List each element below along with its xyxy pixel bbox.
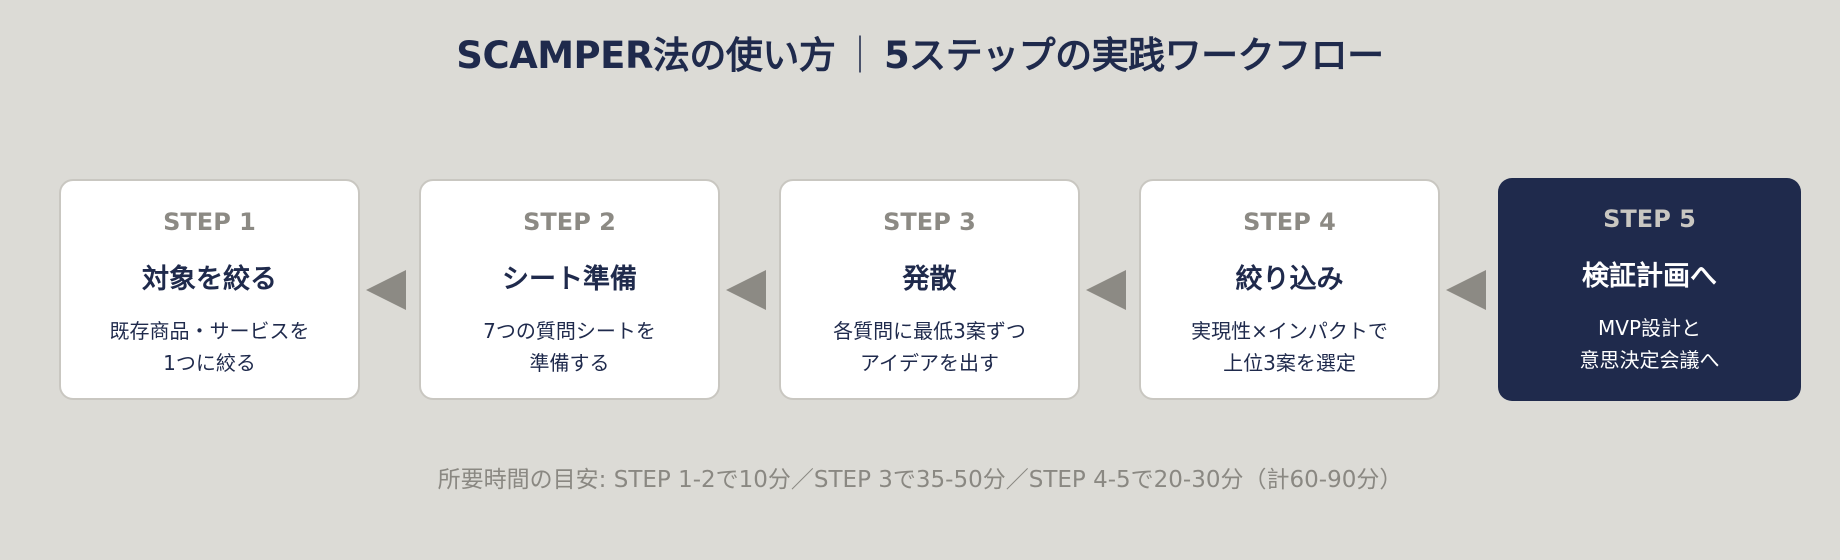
- triangle-left-arrow-icon: [366, 270, 406, 310]
- step-description-line: 1つに絞る: [163, 351, 256, 375]
- step-card-2: STEP 2 シート準備 7つの質問シートを 準備する: [419, 179, 720, 400]
- step-description: 7つの質問シートを 準備する: [421, 315, 718, 379]
- step-label: STEP 5: [1603, 205, 1696, 233]
- step-description-line: 7つの質問シートを: [483, 319, 656, 343]
- time-estimate-note: 所要時間の目安: STEP 1-2で10分／STEP 3で35-50分／STEP…: [437, 467, 1403, 493]
- title-subtitle: 5ステップの実践ワークフロー: [883, 34, 1384, 77]
- triangle-left-arrow-icon: [1086, 270, 1126, 310]
- triangle-left-arrow-icon: [1446, 270, 1486, 310]
- step-description: 各質問に最低3案ずつ アイデアを出す: [781, 315, 1078, 379]
- step-title: 絞り込み: [1235, 264, 1344, 295]
- step-description-line: MVP設計と: [1598, 316, 1701, 340]
- step-description-line: 既存商品・サービスを: [109, 319, 310, 343]
- step-title: 対象を絞る: [142, 264, 277, 295]
- step-description-line: アイデアを出す: [860, 351, 999, 375]
- step-description: 既存商品・サービスを 1つに絞る: [61, 315, 358, 379]
- step-card-4: STEP 4 絞り込み 実現性×インパクトで 上位3案を選定: [1139, 179, 1440, 400]
- step-label: STEP 1: [163, 208, 256, 236]
- step-description-line: 実現性×インパクトで: [1191, 319, 1388, 343]
- step-title: 検証計画へ: [1582, 261, 1717, 292]
- step-label: STEP 2: [523, 208, 616, 236]
- step-description-line: 上位3案を選定: [1223, 351, 1356, 375]
- step-description: 実現性×インパクトで 上位3案を選定: [1141, 315, 1438, 379]
- step-label: STEP 3: [883, 208, 976, 236]
- step-description-line: 準備する: [529, 351, 610, 375]
- page-title: SCAMPER法の使い方｜5ステップの実践ワークフロー: [0, 30, 1840, 82]
- title-main: SCAMPER法の使い方: [456, 34, 836, 77]
- step-description-line: 意思決定会議へ: [1579, 348, 1720, 372]
- step-card-3: STEP 3 発散 各質問に最低3案ずつ アイデアを出す: [779, 179, 1080, 400]
- triangle-left-arrow-icon: [726, 270, 766, 310]
- step-description-line: 各質問に最低3案ずつ: [833, 319, 1026, 343]
- step-card-1: STEP 1 対象を絞る 既存商品・サービスを 1つに絞る: [59, 179, 360, 400]
- step-description: MVP設計と 意思決定会議へ: [1498, 312, 1801, 376]
- step-card-5: STEP 5 検証計画へ MVP設計と 意思決定会議へ: [1498, 178, 1801, 401]
- step-title: 発散: [902, 264, 957, 295]
- step-label: STEP 4: [1243, 208, 1336, 236]
- title-separator: ｜: [841, 34, 878, 77]
- step-title: シート準備: [502, 264, 637, 295]
